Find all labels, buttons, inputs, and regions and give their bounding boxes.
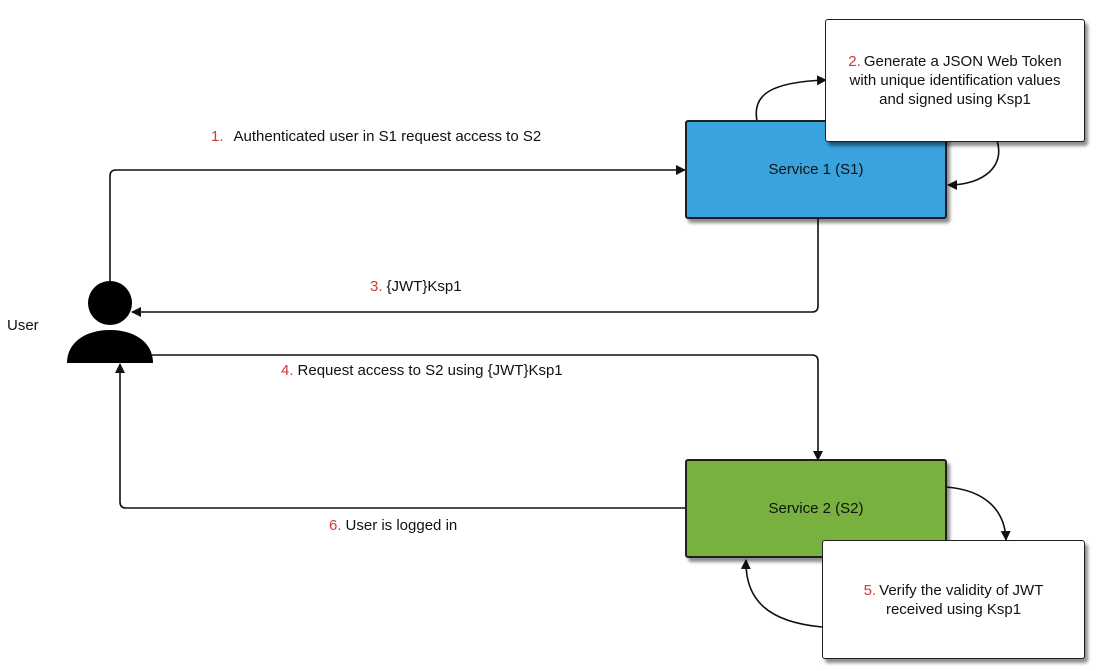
step-1-number: 1. — [211, 128, 224, 145]
step-4-number: 4. — [281, 362, 294, 379]
step-3-label: 3.{JWT}Ksp1 — [370, 277, 462, 296]
step-1-text: Authenticated user in S1 request access … — [233, 128, 542, 145]
user-label: User — [7, 317, 39, 334]
token-generation-note: 2.Generate a JSON Web Token with unique … — [825, 19, 1085, 142]
arrow-user-to-s2 — [152, 354, 823, 461]
step-6-label: 6.User is logged in — [329, 516, 457, 535]
step-2-number: 2. — [848, 53, 861, 70]
step-3-text: {JWT}Ksp1 — [386, 278, 462, 295]
arrow-s1-to-user — [131, 218, 819, 317]
step-5-text: Verify the validity of JWT received usin… — [879, 581, 1044, 618]
step-2-text: Generate a JSON Web Token with unique id… — [849, 53, 1062, 108]
arrow-token-note-to-s1 — [947, 140, 1000, 190]
step-6-text: User is logged in — [345, 517, 458, 534]
service-1-label: Service 1 (S1) — [768, 161, 864, 178]
verification-note: 5.Verify the validity of JWT received us… — [822, 540, 1085, 659]
step-1-label: 1. Authenticated user in S1 request acces… — [211, 127, 541, 146]
step-3-number: 3. — [370, 278, 383, 295]
service-2-label: Service 2 (S2) — [768, 500, 864, 517]
arrow-s2-to-verify-note — [945, 486, 1011, 541]
arrow-verify-note-to-s2 — [740, 559, 823, 628]
arrow-s1-to-token-note — [755, 75, 827, 122]
step-5-number: 5. — [863, 581, 877, 599]
step-4-label: 4.Request access to S2 using {JWT}Ksp1 — [281, 361, 563, 380]
arrow-s2-to-user — [115, 363, 686, 509]
arrow-user-to-s1 — [109, 165, 686, 282]
step-4-text: Request access to S2 using {JWT}Ksp1 — [297, 362, 563, 379]
step-6-number: 6. — [329, 517, 342, 534]
